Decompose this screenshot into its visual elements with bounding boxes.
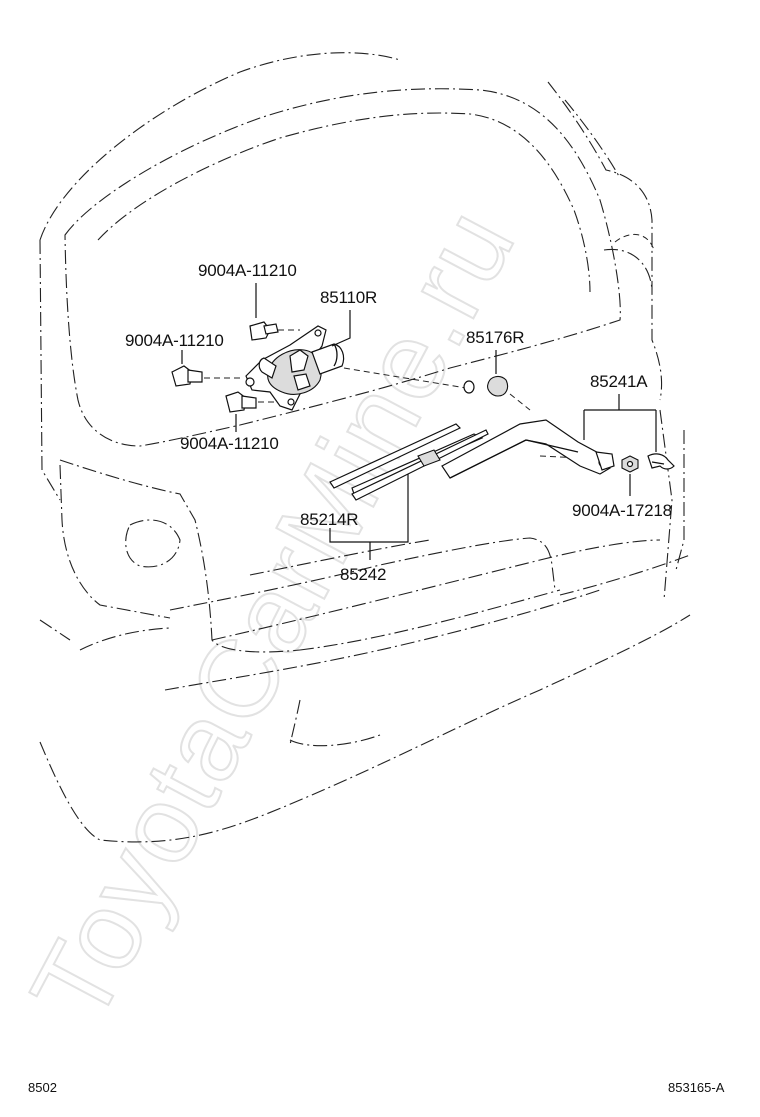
leader-lines (329, 310, 657, 560)
vehicle-body-outline (39, 52, 691, 843)
label-motor[interactable]: 85110R (320, 288, 377, 307)
watermark: ToyotaCarMine.ru (7, 188, 540, 1043)
arm-cover (647, 453, 675, 470)
label-blade[interactable]: 85214R (300, 510, 359, 529)
page-code-left: 8502 (28, 1080, 57, 1095)
corner-codes: 8502 853165-A (28, 1080, 725, 1095)
label-bolt-bottom[interactable]: 9004A-11210 (180, 434, 279, 453)
bolt-bottom (225, 391, 257, 432)
wiper-blade (329, 423, 489, 501)
wiper-arm (441, 419, 615, 479)
label-cap[interactable]: 85176R (466, 328, 525, 347)
page-code-right: 853165-A (668, 1080, 725, 1095)
label-nut[interactable]: 9004A-17218 (572, 501, 672, 520)
bolt-left (171, 350, 203, 387)
label-arm-assy[interactable]: 85241A (590, 372, 648, 391)
wiper-motor-assembly (245, 325, 345, 411)
grommet (463, 380, 475, 394)
assembly-lines (204, 329, 581, 459)
label-bolt-left[interactable]: 9004A-11210 (125, 331, 224, 350)
nut (621, 455, 639, 496)
label-blade-arm-set[interactable]: 85242 (340, 565, 386, 584)
cap-85176R (487, 350, 509, 397)
label-bolt-top[interactable]: 9004A-11210 (198, 261, 297, 280)
watermark-text: ToyotaCarMine.ru (8, 189, 539, 1042)
bolt-top (249, 283, 279, 341)
part-labels: 9004A-11210 85110R 9004A-11210 9004A-112… (125, 261, 672, 584)
